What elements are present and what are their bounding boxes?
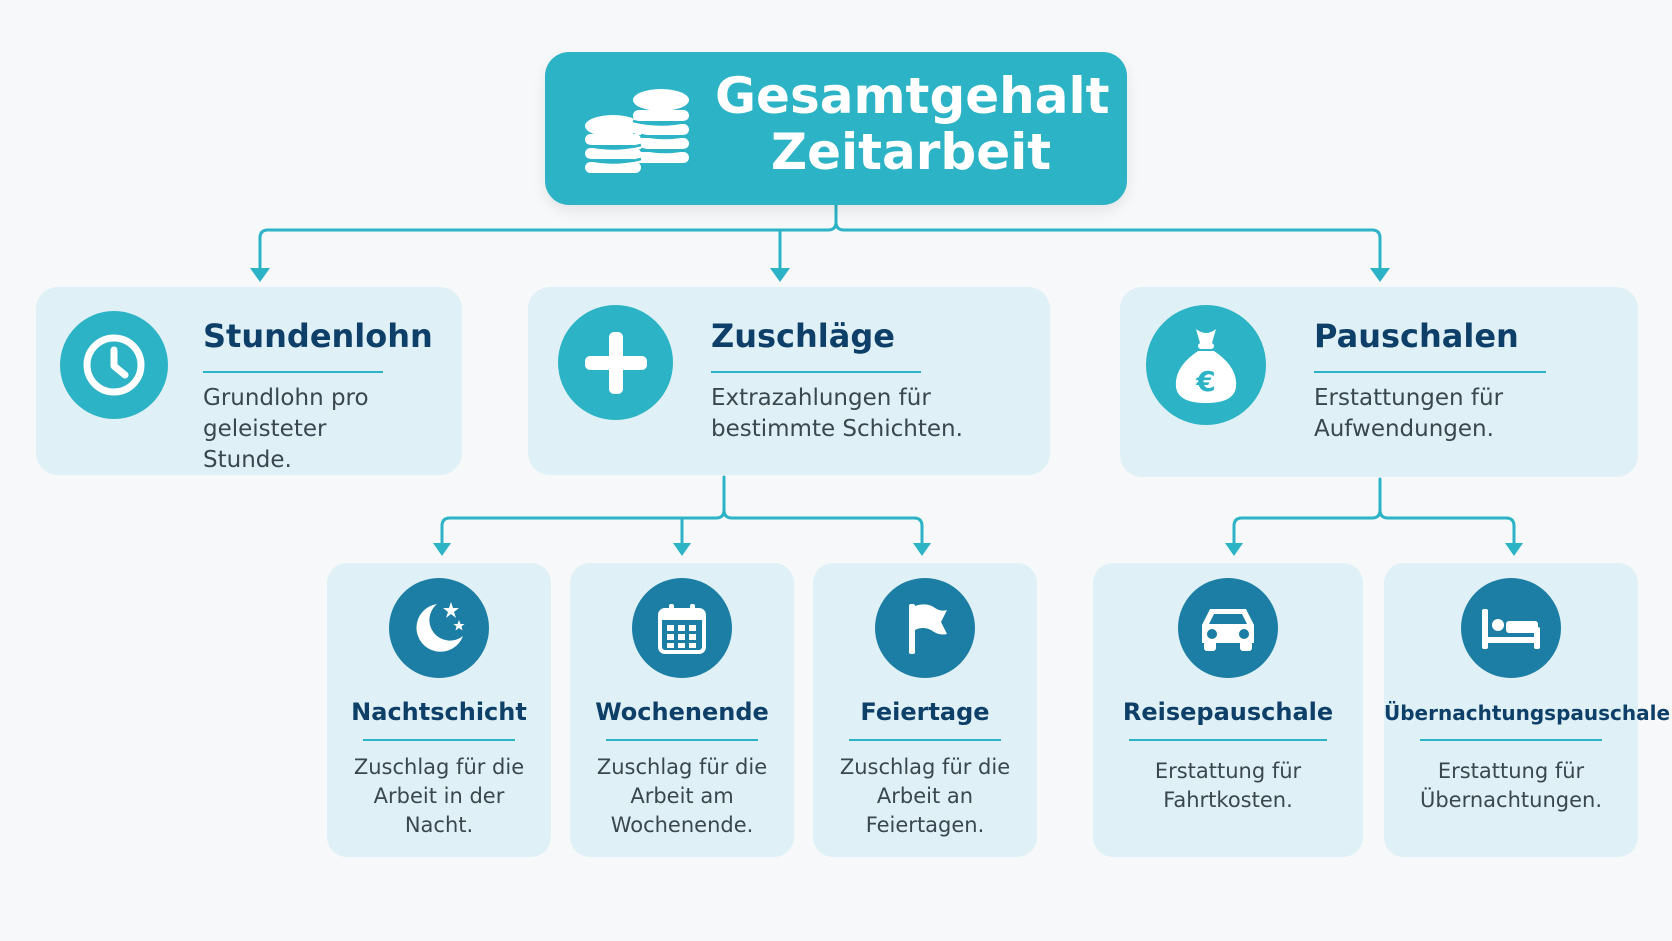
category-description: Erstattungen für Aufwendungen. [1314, 385, 1504, 442]
sub-description: Zuschlag für die Arbeit an Feiertagen. [839, 755, 1011, 837]
category-title: Stundenlohn [203, 317, 433, 355]
category-description: Grundlohn pro geleisteter Stunde. [203, 385, 369, 473]
divider [1314, 371, 1546, 373]
svg-text:€: € [1195, 365, 1215, 398]
category-title: Zuschläge [711, 317, 895, 355]
sub-description: Erstattung für Fahrtkosten. [1154, 759, 1302, 812]
money-bag-icon: € [1146, 305, 1266, 425]
card-reisepauschale: Reisepauschale Erstattung für Fahrtkoste… [1093, 563, 1363, 857]
divider [203, 371, 383, 373]
category-description: Extrazahlungen für bestimmte Schichten. [711, 385, 963, 442]
sub-description: Erstattung für Übernachtungen. [1419, 759, 1602, 812]
divider [711, 371, 921, 373]
plus-icon [558, 305, 673, 420]
root-title: Gesamtgehalt Zeitarbeit [715, 67, 1110, 181]
sub-title: Übernachtungspauschale [1384, 701, 1671, 725]
sub-title: Wochenende [595, 698, 769, 726]
sub-title: Feiertage [860, 698, 990, 726]
category-title: Pauschalen [1314, 317, 1519, 355]
flag-icon [875, 578, 975, 678]
root-node: Gesamtgehalt Zeitarbeit [545, 52, 1127, 205]
sub-title: Nachtschicht [351, 698, 527, 726]
card-uebernachtungspauschale: Übernachtungspauschale Erstattung für Üb… [1384, 563, 1671, 857]
divider [606, 739, 758, 741]
sub-description: Zuschlag für die Arbeit am Wochenende. [596, 755, 768, 837]
card-zuschlaege: Zuschläge Extrazahlungen für bestimmte S… [528, 287, 1050, 475]
card-feiertage: Feiertage Zuschlag für die Arbeit an Fei… [813, 563, 1037, 857]
calendar-icon [632, 578, 732, 678]
sub-description: Zuschlag für die Arbeit in der Nacht. [353, 755, 525, 837]
divider [1420, 739, 1602, 741]
divider [363, 739, 515, 741]
car-icon [1178, 578, 1278, 678]
moon-icon [389, 578, 489, 678]
card-stundenlohn: Stundenlohn Grundlohn pro geleisteter St… [36, 287, 462, 475]
divider [1129, 739, 1327, 741]
coin-stack-icon [585, 89, 690, 173]
card-wochenende: Wochenende Zuschlag für die Arbeit am Wo… [570, 563, 794, 857]
bed-icon [1461, 578, 1561, 678]
card-pauschalen: € Pauschalen Erstattungen für Aufwendung… [1120, 287, 1638, 477]
card-nachtschicht: Nachtschicht Zuschlag für die Arbeit in … [327, 563, 551, 857]
clock-icon [60, 311, 168, 419]
sub-title: Reisepauschale [1122, 698, 1334, 726]
divider [849, 739, 1001, 741]
